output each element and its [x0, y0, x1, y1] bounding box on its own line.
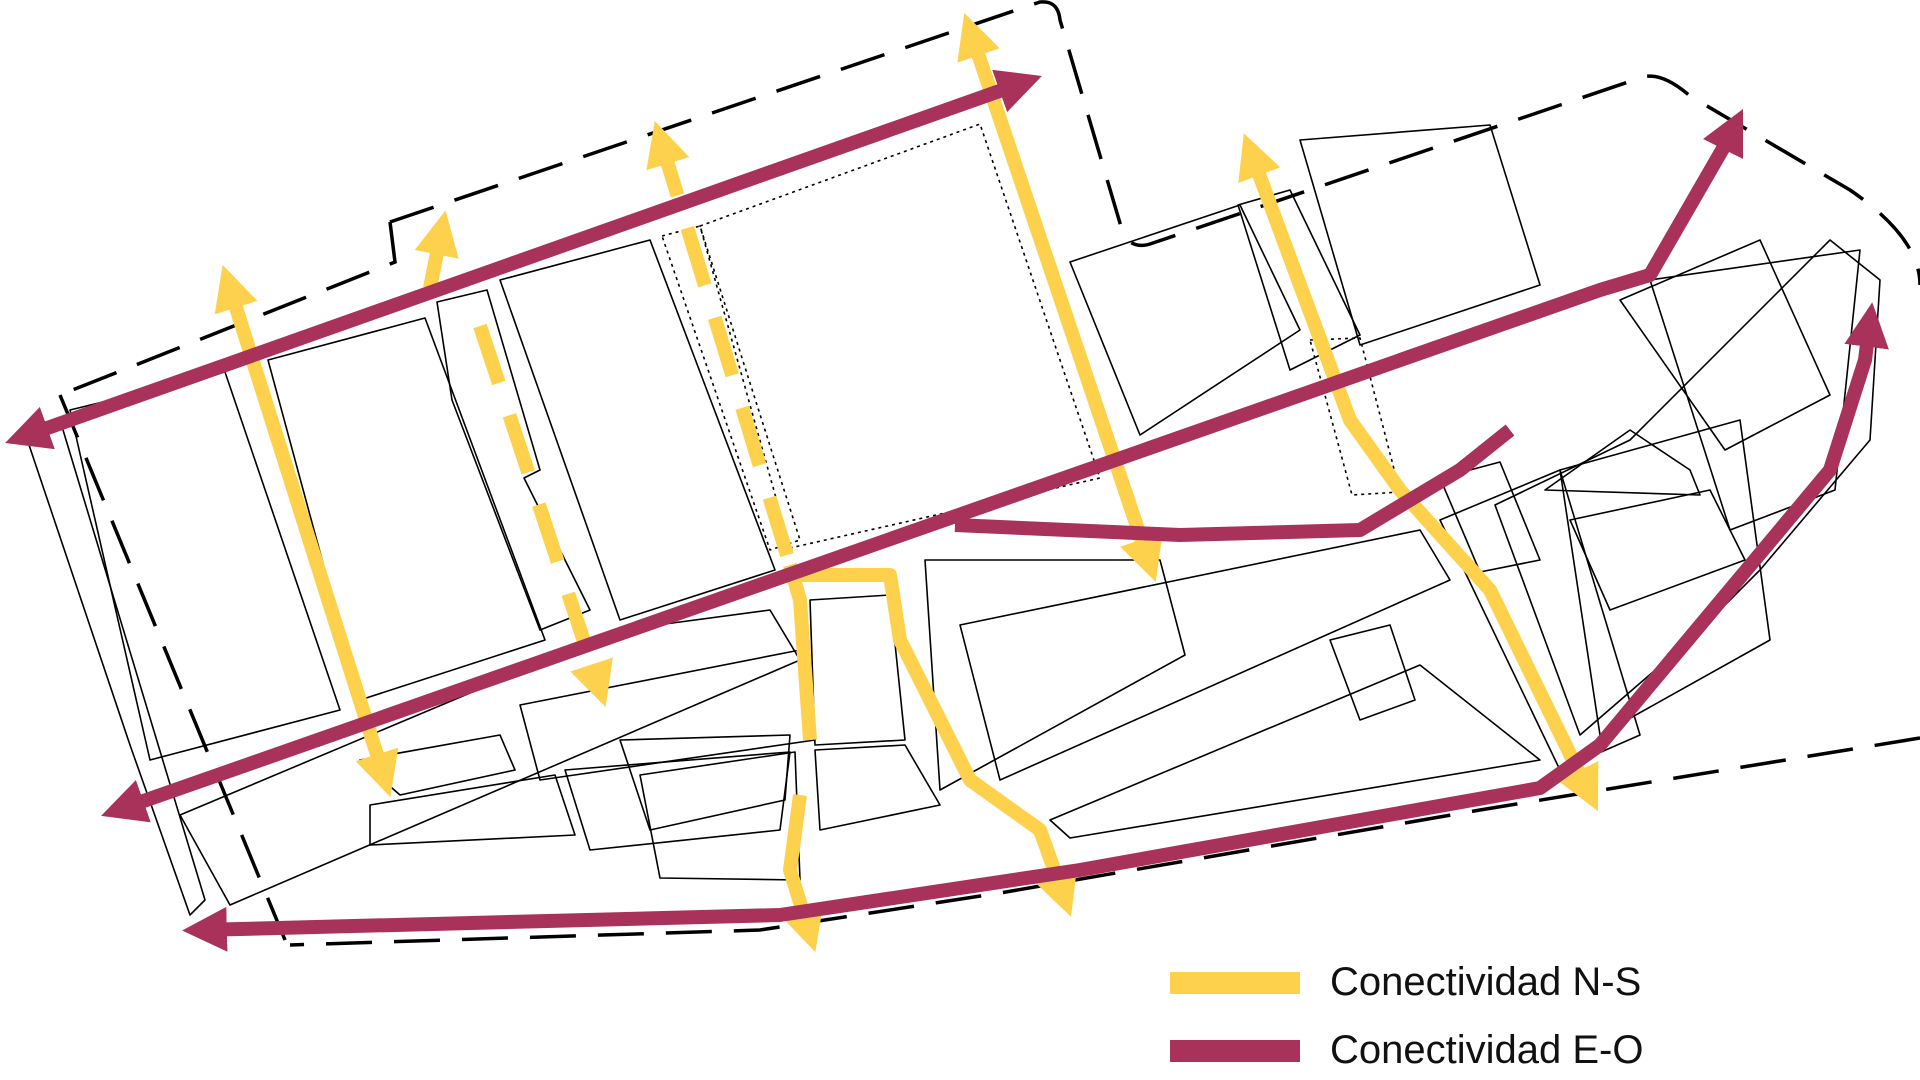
ns-route-5 [790, 568, 1078, 917]
ns-connectivity [214, 13, 1599, 935]
eo-route-1 [5, 69, 1042, 450]
block-4 [499, 239, 776, 621]
block-c5 [564, 751, 791, 851]
block-west-end [23, 419, 206, 916]
site-boundary [58, 0, 1920, 947]
block-5 [661, 225, 801, 551]
legend-item-ns: Conectividad N-S [1170, 960, 1641, 1005]
ns-route-2a [414, 210, 459, 290]
legend-swatch-ns [1170, 971, 1300, 994]
legend-label-eo: Conectividad E-O [1330, 1028, 1644, 1072]
block-c7 [639, 751, 801, 881]
eo-route-4 [182, 302, 1889, 952]
legend-item-eo: Conectividad E-O [1170, 1028, 1643, 1073]
block-c6 [619, 734, 791, 831]
block-c9 [814, 744, 941, 831]
block-1 [69, 371, 341, 761]
legend-swatch-eo [1170, 1039, 1300, 1062]
block-c11 [959, 529, 1451, 781]
ns-route-2b [473, 323, 613, 708]
block-c3 [369, 774, 576, 846]
block-c12 [1049, 664, 1541, 839]
eo-connectivity [5, 69, 1889, 952]
legend-label-ns: Conectividad N-S [1330, 960, 1642, 1004]
block-9 [1299, 124, 1541, 346]
ns-route-7 [1238, 133, 1599, 812]
block-c19 [1544, 429, 1701, 496]
block-3 [436, 289, 591, 631]
ns-route-4 [790, 563, 810, 935]
legend: Conectividad N-S Conectividad E-O [1170, 960, 1890, 1073]
